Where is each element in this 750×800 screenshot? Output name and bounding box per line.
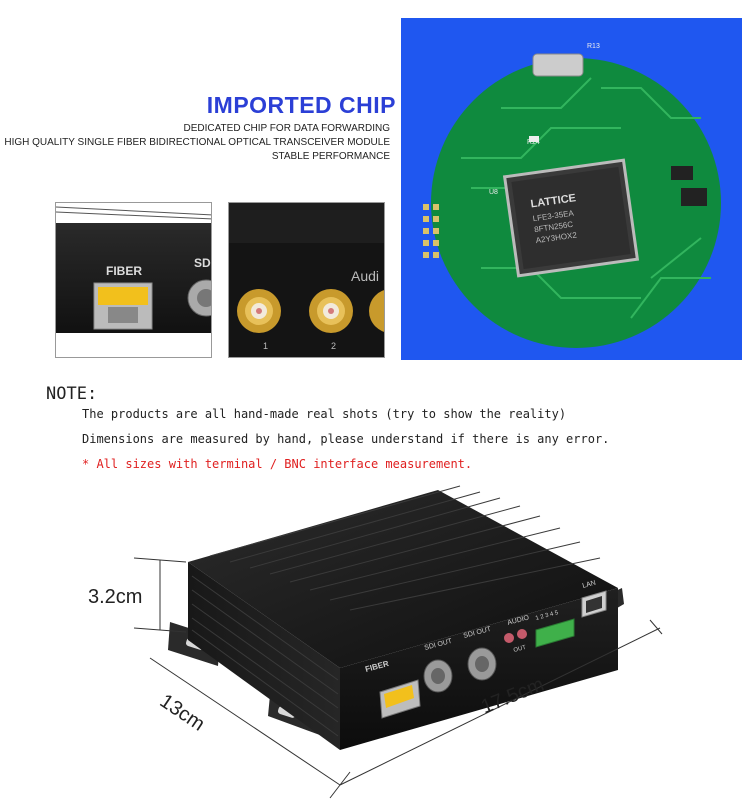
note-line-2: Dimensions are measured by hand, please …: [82, 432, 610, 446]
imported-chip-title: IMPORTED CHIP: [206, 92, 396, 118]
pcb-chip-photo: LATTICE LFE3-35EA 8FTN256C A2Y3HOX2 R13 …: [401, 18, 742, 360]
note-title: NOTE:: [46, 384, 98, 404]
bnc-connector-1: [423, 659, 453, 693]
note-warning: * All sizes with terminal / BNC interfac…: [82, 457, 473, 471]
fiber-label-photo: FIBER: [106, 264, 142, 278]
feature-line-1: DEDICATED CHIP FOR DATA FORWARDING: [183, 123, 391, 134]
pcb-ref-r13: R13: [587, 43, 600, 50]
out-label: OUT: [513, 645, 527, 654]
bnc-connector-2: [467, 647, 497, 681]
pcb-ref-r24: R24: [527, 139, 540, 146]
fiber-port-photo: FIBER SD: [55, 202, 212, 358]
lan-label: LAN: [582, 580, 597, 590]
note-line-1: The products are all hand-made real shot…: [82, 407, 567, 421]
sdi-label-photo: SD: [194, 256, 211, 270]
audio-label-photo: Audi: [351, 268, 379, 284]
audio-port-photo: Audi 1 2: [228, 202, 385, 358]
rca-number-2: 2: [331, 341, 336, 351]
height-dimension: 3.2cm: [88, 586, 143, 608]
device-photo: FIBER SDI OUT SDI OUT AUDIO OUT 1 2 3 4 …: [0, 480, 750, 800]
rca-number-1: 1: [263, 341, 268, 351]
feature-line-3: STABLE PERFORMANCE: [271, 151, 390, 162]
pcb-ref-u8: U8: [489, 189, 498, 196]
feature-line-2: HIGH QUALITY SINGLE FIBER BIDIRECTIONAL …: [4, 137, 390, 148]
